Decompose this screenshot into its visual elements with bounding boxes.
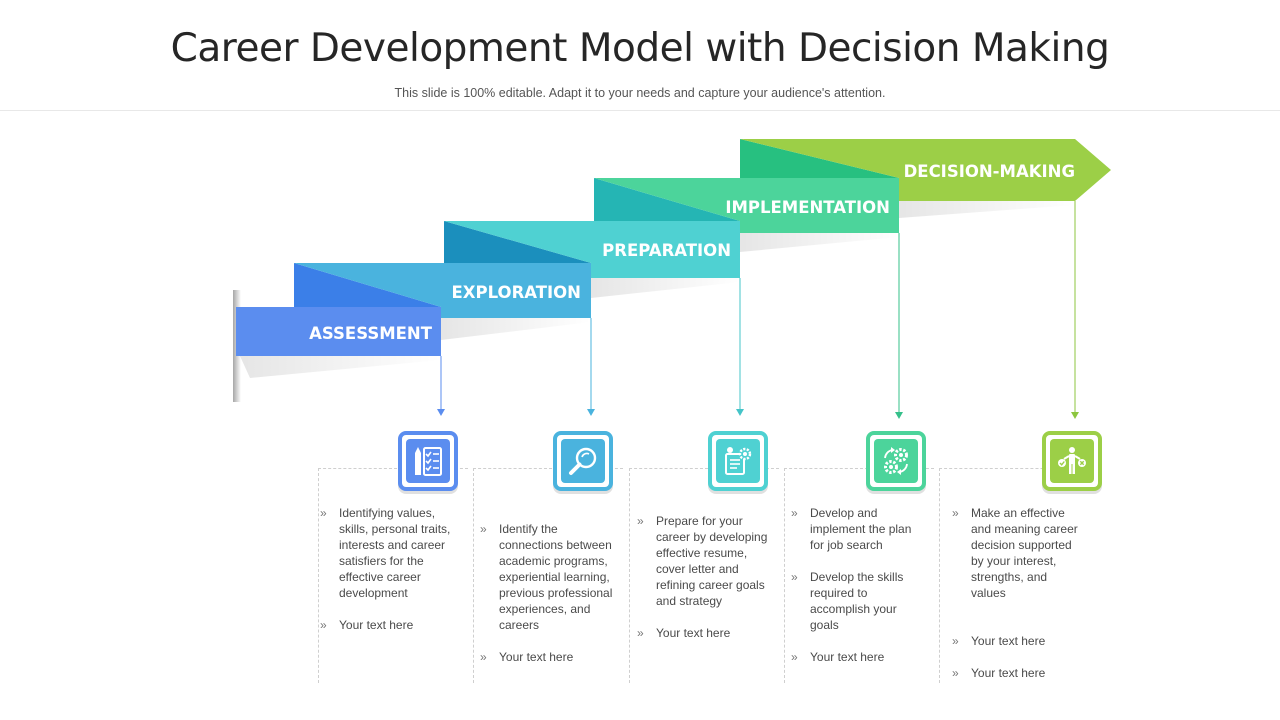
exploration-icon-box xyxy=(553,431,613,491)
preparation-icon-box xyxy=(708,431,768,491)
step-shadow xyxy=(740,233,899,252)
bullet-item: »Your text here xyxy=(320,618,414,632)
bullet-item: »Your text here xyxy=(952,666,1046,680)
gears-cycle-icon xyxy=(874,439,918,483)
step-shadow xyxy=(591,278,740,298)
step-label-implementation: IMPLEMENTATION xyxy=(725,198,890,217)
bullet-item: »Prepare for your career by developing e… xyxy=(637,514,768,608)
assessment-icon-box xyxy=(398,431,458,491)
slide-subtitle: This slide is 100% editable. Adapt it to… xyxy=(394,86,886,100)
connector-decision-making xyxy=(1071,201,1079,419)
connector-implementation xyxy=(895,233,903,419)
bullet-item: »Develop the skills required to accompli… xyxy=(791,570,904,632)
person-decision-icon xyxy=(1050,439,1094,483)
column-guide xyxy=(629,468,630,683)
column-guide xyxy=(784,468,785,683)
column-guide xyxy=(629,468,779,470)
step-label-assessment: ASSESSMENT xyxy=(309,324,433,343)
step-shadow xyxy=(899,201,1075,218)
column-guide xyxy=(939,468,1074,470)
column-guide xyxy=(318,468,319,683)
bullet-item: »Make an effective and meaning career de… xyxy=(952,506,1078,600)
bullet-item: »Develop and implement the plan for job … xyxy=(791,506,912,552)
bullet-item: »Identifying values, skills, personal tr… xyxy=(320,506,451,600)
implementation-band xyxy=(594,178,899,233)
magnifier-icon xyxy=(561,439,605,483)
implementation-icon-box xyxy=(866,431,926,491)
assessment-band xyxy=(236,307,441,356)
bullet-item: »Your text here xyxy=(480,650,574,664)
step-label-exploration: EXPLORATION xyxy=(452,283,581,302)
column-guide xyxy=(318,468,468,470)
connector-exploration xyxy=(587,318,595,416)
decision-making-arrow xyxy=(740,139,1111,201)
bullet-item: »Identify the connections between academ… xyxy=(480,522,613,632)
preparation-band xyxy=(444,221,740,278)
step-label-decision-making: DECISION-MAKING xyxy=(904,162,1075,181)
connector-assessment xyxy=(437,356,445,416)
bullet-item: »Your text here xyxy=(637,626,731,640)
bullet-item: »Your text here xyxy=(791,650,885,664)
column-guide xyxy=(473,468,474,683)
gear-document-icon xyxy=(716,439,760,483)
step-label-preparation: PREPARATION xyxy=(602,241,731,260)
column-guide xyxy=(473,468,623,470)
column-guide xyxy=(939,468,940,683)
step-shadow xyxy=(441,318,591,340)
checklist-icon xyxy=(406,439,450,483)
bullet-item: »Your text here xyxy=(952,634,1046,648)
decision-making-icon-box xyxy=(1042,431,1102,491)
connector-preparation xyxy=(736,278,744,416)
slide-title: Career Development Model with Decision M… xyxy=(170,26,1110,71)
step-shadow xyxy=(240,356,441,378)
header-divider xyxy=(0,110,1280,111)
column-guide xyxy=(784,468,934,470)
exploration-band xyxy=(294,263,591,318)
